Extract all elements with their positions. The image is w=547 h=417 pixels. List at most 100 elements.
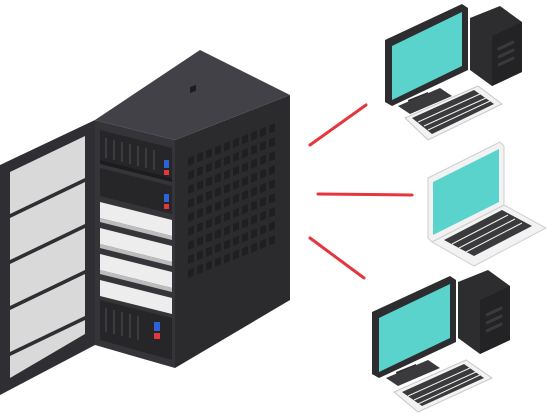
connection-line — [308, 236, 366, 280]
vent-slot — [206, 232, 212, 243]
vent-slot — [242, 134, 248, 145]
vent-slot — [197, 222, 203, 233]
vent-slot — [251, 228, 257, 239]
vent-slot — [242, 218, 248, 229]
vent-slot — [242, 148, 248, 159]
vent-slot — [242, 162, 248, 173]
vent-slot — [206, 204, 212, 215]
vent-slot — [224, 253, 230, 264]
vent-slot — [260, 182, 266, 194]
vent-slot — [206, 218, 212, 229]
vent-slot — [242, 204, 248, 215]
vent-slot — [251, 130, 257, 141]
vent-slot — [224, 183, 230, 194]
vent-slot — [188, 267, 194, 278]
vent-slot — [215, 200, 221, 212]
server-rack-icon — [0, 50, 290, 395]
status-led-icon — [164, 160, 169, 168]
vent-slot — [197, 208, 203, 219]
desktop-computer-icon — [385, 4, 522, 141]
desktop-computer-icon — [372, 270, 510, 413]
vent-slot — [188, 183, 194, 194]
vent-slot — [206, 190, 212, 201]
vent-slot — [260, 196, 266, 208]
vent-slot — [233, 249, 239, 260]
vent-slot — [269, 151, 275, 162]
vent-slot — [224, 155, 230, 166]
status-led-icon — [164, 170, 169, 175]
vent-slot — [269, 193, 275, 204]
vent-slot — [206, 246, 212, 257]
vent-slot — [233, 151, 239, 162]
vent-slot — [188, 239, 194, 250]
vent-slot — [269, 123, 275, 134]
vent-slot — [269, 207, 275, 218]
vent-slot — [197, 152, 203, 163]
vent-slot — [260, 210, 266, 222]
vent-slot — [242, 190, 248, 201]
vent-slot — [251, 186, 257, 197]
vent-slot — [206, 148, 212, 159]
status-led-icon — [164, 204, 169, 209]
vent-slot — [242, 176, 248, 187]
vent-slot — [224, 197, 230, 208]
vent-slot — [233, 179, 239, 190]
vent-slot — [260, 154, 266, 166]
vent-slot — [260, 168, 266, 180]
vent-slot — [224, 225, 230, 236]
vent-slot — [269, 179, 275, 190]
vent-slot — [260, 224, 266, 236]
vent-slot — [188, 225, 194, 236]
vent-slot — [251, 200, 257, 211]
vent-slot — [188, 155, 194, 166]
vent-slot — [206, 176, 212, 187]
vent-slot — [188, 169, 194, 180]
rack-door — [0, 120, 95, 395]
vent-slot — [260, 126, 266, 138]
vent-slot — [224, 169, 230, 180]
vent-slot — [251, 214, 257, 225]
vent-slot — [215, 256, 221, 268]
vent-slot — [260, 140, 266, 152]
vent-slot — [233, 235, 239, 246]
vent-slot — [197, 236, 203, 247]
vent-slot — [242, 246, 248, 257]
vent-slot — [233, 207, 239, 218]
vent-slot — [233, 221, 239, 232]
vent-slot — [215, 214, 221, 226]
vent-slot — [215, 228, 221, 240]
vent-slot — [269, 235, 275, 246]
vent-slot — [197, 264, 203, 275]
vent-slot — [269, 165, 275, 176]
vent-slot — [197, 250, 203, 261]
vent-slot — [251, 144, 257, 155]
vent-slot — [197, 180, 203, 191]
vent-slot — [251, 158, 257, 169]
status-led-icon — [154, 333, 160, 339]
vent-slot — [215, 242, 221, 254]
vent-slot — [260, 238, 266, 250]
vent-slot — [233, 165, 239, 176]
connection-line — [308, 103, 368, 147]
vent-slot — [224, 239, 230, 250]
vent-slot — [269, 137, 275, 148]
vent-slot — [224, 141, 230, 152]
connection-line — [316, 192, 414, 197]
vent-slot — [206, 162, 212, 173]
laptop-icon — [427, 141, 547, 267]
vent-slot — [251, 242, 257, 253]
vent-slot — [206, 260, 212, 271]
vent-slot — [215, 186, 221, 198]
connection-lines — [308, 103, 414, 280]
vent-slot — [242, 232, 248, 243]
vent-slot — [197, 194, 203, 205]
vent-slot — [188, 197, 194, 208]
status-led-icon — [154, 322, 160, 331]
vent-slot — [224, 211, 230, 222]
vent-slot — [251, 172, 257, 183]
vent-slot — [269, 221, 275, 232]
status-led-icon — [164, 194, 169, 202]
vent-slot — [215, 172, 221, 184]
server-units — [100, 130, 172, 360]
vent-slot — [233, 193, 239, 204]
